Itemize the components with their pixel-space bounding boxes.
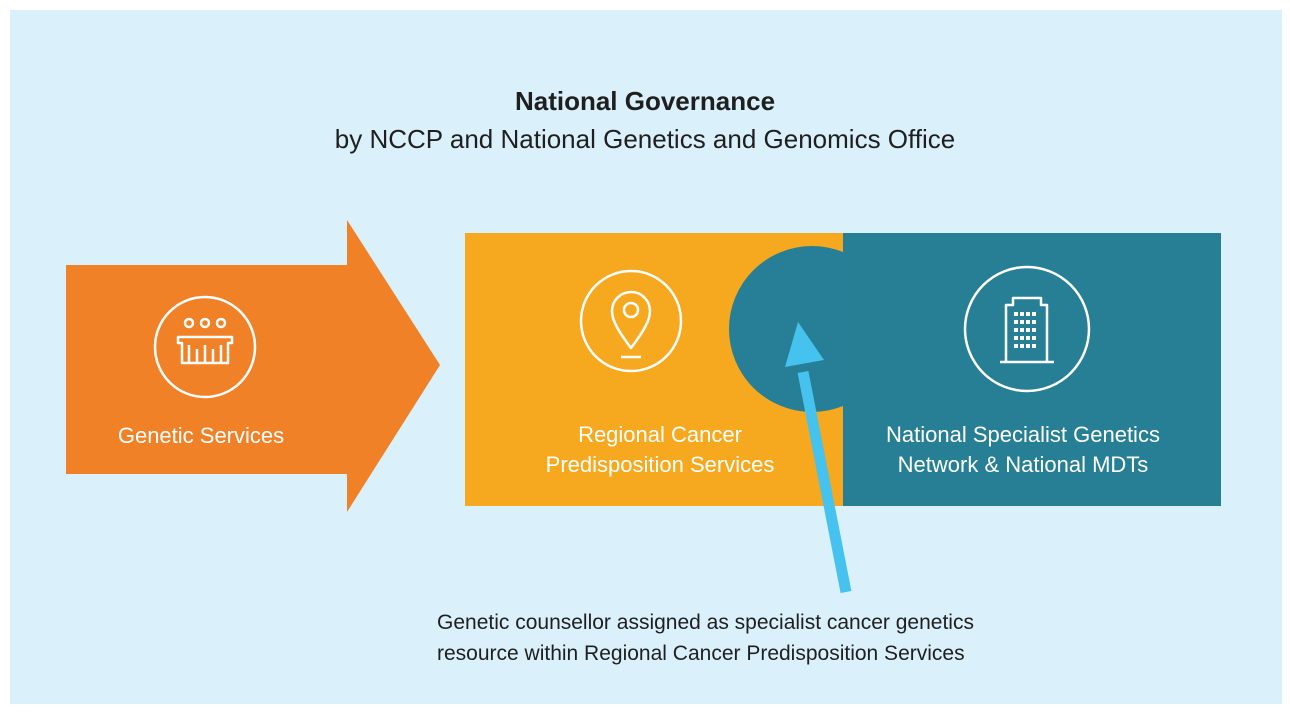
regional-services-label: Regional Cancer Predisposition Services	[510, 420, 810, 480]
national-network-box	[843, 233, 1221, 506]
genetic-counsellor-note: Genetic counsellor assigned as specialis…	[437, 607, 1197, 669]
pointer-arrow	[785, 322, 852, 594]
genetic-services-arrow	[66, 220, 440, 512]
overlap-circle	[729, 246, 843, 412]
regional-services-label-line2: Predisposition Services	[545, 452, 775, 477]
national-network-label: National Specialist Genetics Network & N…	[842, 420, 1204, 480]
national-network-label-line2: Network & National MDTs	[897, 452, 1149, 477]
governance-subtitle: by NCCP and National Genetics and Genomi…	[334, 124, 956, 154]
national-network-label-line1: National Specialist Genetics	[886, 422, 1160, 447]
location-pin-icon	[579, 269, 683, 373]
note-line2: resource within Regional Cancer Predispo…	[437, 642, 965, 665]
governance-title: National Governance	[514, 86, 776, 116]
people-group-icon	[153, 295, 257, 399]
building-icon	[963, 265, 1091, 393]
regional-services-label-line1: Regional Cancer	[578, 422, 742, 447]
genetic-services-label: Genetic Services	[117, 423, 285, 448]
note-line1: Genetic counsellor assigned as specialis…	[437, 611, 974, 634]
